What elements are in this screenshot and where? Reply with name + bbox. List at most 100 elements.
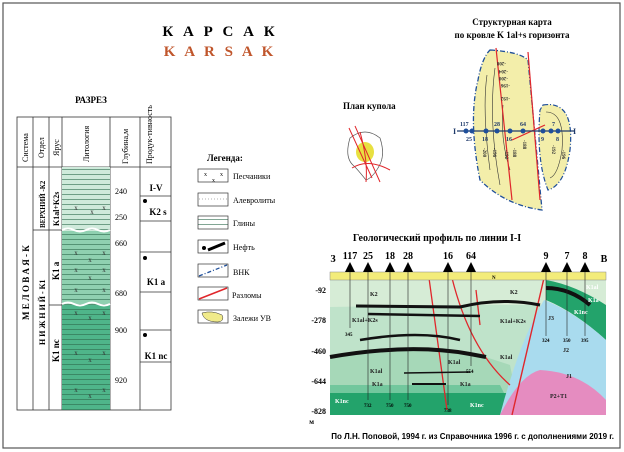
svg-text:28: 28 xyxy=(403,251,413,262)
svg-text:-92: -92 xyxy=(315,286,326,295)
svg-text:16: 16 xyxy=(443,251,453,262)
svg-text:K2 s: K2 s xyxy=(149,207,167,217)
svg-text:J1: J1 xyxy=(566,374,572,380)
svg-text:554: 554 xyxy=(466,370,474,375)
svg-text:K1al+K2s: K1al+K2s xyxy=(352,318,378,324)
legend-siltstone-icon xyxy=(197,192,229,207)
svg-text:В: В xyxy=(601,254,608,265)
svg-text:K1nc: K1nc xyxy=(335,399,349,405)
legend-clay-icon xyxy=(197,215,229,230)
svg-text:x: x xyxy=(102,349,106,357)
svg-text:x: x xyxy=(102,386,106,394)
dome-title: План купола xyxy=(343,101,396,111)
svg-text:x: x xyxy=(88,274,92,282)
svg-text:P2+T1: P2+T1 xyxy=(550,394,567,400)
svg-text:-192: -192 xyxy=(500,95,510,100)
svg-text:x: x xyxy=(102,249,106,257)
svg-text:240: 240 xyxy=(115,187,127,196)
svg-text:x: x xyxy=(90,208,94,216)
well-markers xyxy=(345,262,590,272)
svg-text:-204: -204 xyxy=(498,68,508,73)
svg-text:x: x xyxy=(88,392,92,400)
svg-text:7: 7 xyxy=(552,122,555,128)
svg-text:K1a: K1a xyxy=(372,382,383,388)
svg-text:117: 117 xyxy=(343,251,357,262)
svg-text:x: x xyxy=(220,172,223,178)
svg-text:750: 750 xyxy=(386,404,394,409)
svg-text:-200: -200 xyxy=(498,75,508,80)
svg-text:N: N xyxy=(492,276,496,281)
legend-owc-icon xyxy=(197,263,229,278)
stage-k1a: K1 a xyxy=(51,261,61,280)
svg-text:x: x xyxy=(74,266,78,274)
svg-text:-188: -188 xyxy=(511,148,516,158)
legend-oil: Нефть xyxy=(233,243,255,252)
svg-text:x: x xyxy=(204,172,207,178)
header-depth: Глубина,м xyxy=(121,129,130,164)
svg-text:x: x xyxy=(74,386,78,394)
legend-clay: Глины xyxy=(233,219,256,228)
svg-text:x: x xyxy=(74,309,78,317)
svg-text:324: 324 xyxy=(542,339,550,344)
svg-text:x: x xyxy=(74,204,78,212)
svg-text:x: x xyxy=(212,178,215,184)
svg-text:K1 nc: K1 nc xyxy=(145,351,168,361)
depth-labels: 240 250 660 680 900 920 xyxy=(115,187,127,385)
svg-text:x: x xyxy=(102,286,106,294)
svg-text:K1al: K1al xyxy=(448,360,461,366)
svg-text:-278: -278 xyxy=(311,316,326,325)
series-lower: Н И Ж Н И Й - К1 xyxy=(38,280,47,346)
svg-text:64: 64 xyxy=(466,251,476,262)
profile-title: Геологический профиль по линии I-I xyxy=(353,233,521,244)
section-title: РАЗРЕЗ xyxy=(75,95,107,105)
svg-text:350: 350 xyxy=(563,339,571,344)
svg-text:K1nc: K1nc xyxy=(470,403,484,409)
svg-text:K2: K2 xyxy=(510,290,518,296)
legend-fault: Разломы xyxy=(232,291,262,300)
svg-text:I: I xyxy=(453,127,456,136)
series-upper: ВЕРХНИЙ -К2 xyxy=(39,180,47,228)
svg-text:K1a: K1a xyxy=(588,298,599,304)
legend-deposit: Залежи УВ xyxy=(233,314,271,323)
svg-text:345: 345 xyxy=(345,333,353,338)
svg-text:738: 738 xyxy=(444,409,452,414)
svg-text:м: м xyxy=(309,418,314,426)
header-lithology: Литология xyxy=(82,125,91,162)
svg-text:x: x xyxy=(102,309,106,317)
svg-text:64: 64 xyxy=(520,122,526,128)
svg-text:28: 28 xyxy=(494,122,500,128)
svg-text:250: 250 xyxy=(115,213,127,222)
svg-text:I-V: I-V xyxy=(150,183,163,193)
svg-text:9: 9 xyxy=(541,137,544,143)
legend-sandstone: Песчаники xyxy=(233,172,271,181)
section-headers: Система Отдел Ярус Литология Глубина,м П… xyxy=(21,105,154,164)
svg-text:З: З xyxy=(330,254,335,265)
svg-text:K1al: K1al xyxy=(500,355,513,361)
svg-text:K1al+K2s: K1al+K2s xyxy=(500,319,526,325)
legend-title: Легенда: xyxy=(207,153,243,163)
svg-text:-192: -192 xyxy=(503,150,508,160)
dome-plan xyxy=(347,125,391,183)
legend-oil-icon xyxy=(197,239,229,254)
svg-text:9: 9 xyxy=(544,251,549,262)
svg-text:-200: -200 xyxy=(481,148,486,158)
svg-text:-460: -460 xyxy=(311,347,326,356)
svg-text:J2: J2 xyxy=(563,348,569,354)
svg-text:-828: -828 xyxy=(311,407,326,416)
credit-note: По Л.Н. Поповой, 1994 г. из Справочника … xyxy=(331,432,614,441)
svg-text:900: 900 xyxy=(115,326,127,335)
legend-fault-icon xyxy=(197,286,229,301)
svg-text:K1 a: K1 a xyxy=(147,277,166,287)
header-productivity: Продук-тивность xyxy=(145,105,154,164)
svg-text:K1al: K1al xyxy=(586,285,599,291)
title-ru: К А Р С А К xyxy=(162,24,277,40)
svg-text:750: 750 xyxy=(404,404,412,409)
svg-text:-208: -208 xyxy=(496,60,506,65)
stage-k1nc: K1 nc xyxy=(51,339,61,362)
svg-text:-188: -188 xyxy=(521,140,526,150)
svg-text:K1al: K1al xyxy=(370,369,383,375)
